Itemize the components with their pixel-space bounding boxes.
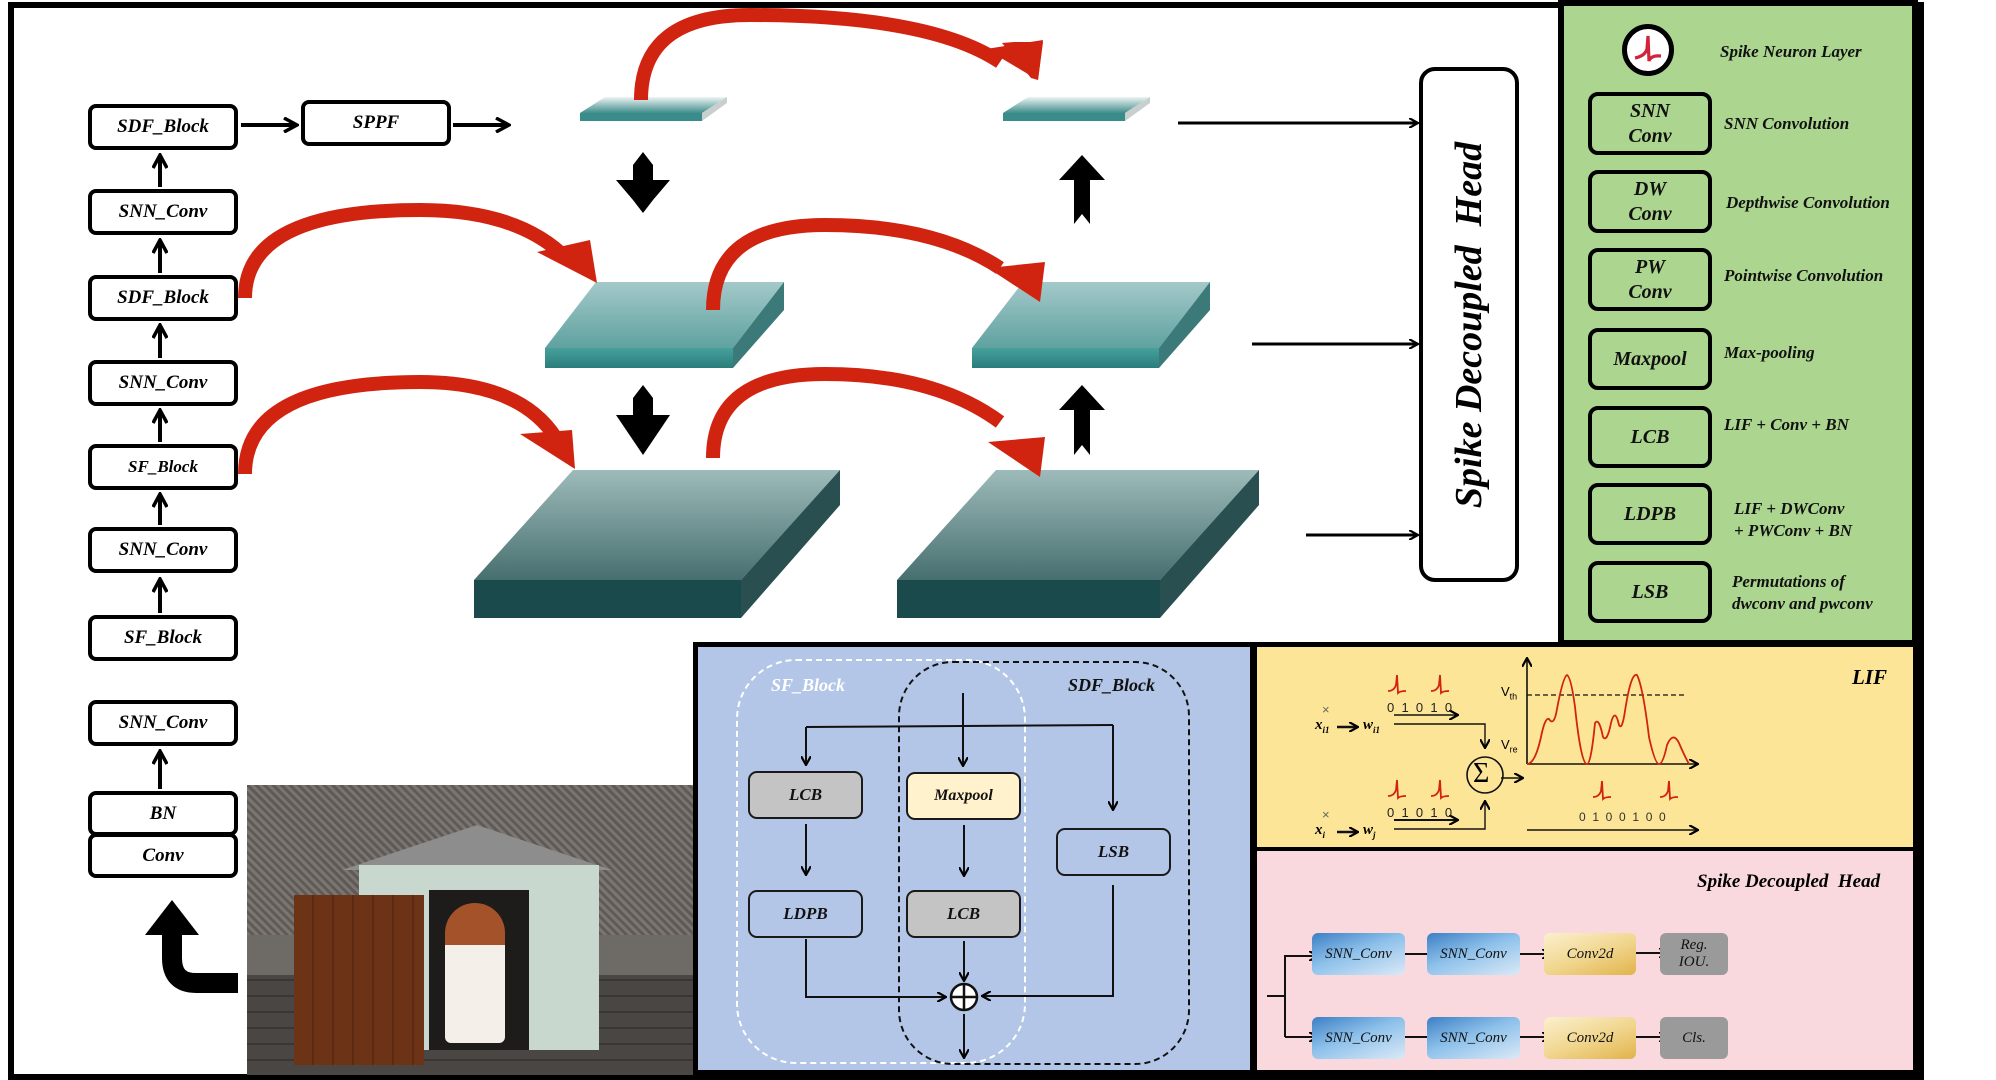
legend-panel: Spike Neuron Layer SNN Conv SNN Convolut… — [1558, 0, 1918, 646]
decoupled-head-title: Spike Decoupled Head — [1697, 871, 1881, 892]
membrane-potential-curve — [1526, 673, 1690, 765]
legend-text-lcb: LIF + Conv + BN — [1724, 415, 1849, 434]
head-row1-snn-conv-1: SNN_Conv — [1312, 933, 1405, 975]
backbone-block-snn-conv-3: SNN_Conv — [88, 527, 238, 573]
sum-icon: Σ — [1473, 758, 1490, 789]
head-row1-reg-iou: Reg. IOU. — [1660, 933, 1728, 975]
image-dog — [445, 903, 505, 1043]
legend-box-maxpool: Maxpool — [1588, 328, 1712, 390]
lif-weight-top: wi1 — [1363, 717, 1381, 735]
lif-input-x-top: xi1 — [1315, 717, 1330, 735]
backbone-block-conv: Conv — [88, 833, 238, 878]
sf-block-outline — [736, 659, 1026, 1064]
lif-vth-label: Vth — [1501, 684, 1518, 702]
legend-text-maxpool: Max-pooling — [1724, 343, 1815, 362]
lif-times-bottom: × — [1322, 807, 1330, 822]
feature-slab-top-right — [1003, 97, 1150, 121]
head-row2-snn-conv-2: SNN_Conv — [1427, 1017, 1520, 1059]
feature-slab-mid-right — [972, 282, 1210, 368]
skip-arrow-heads — [520, 40, 1045, 477]
head-input-arrows — [1178, 123, 1417, 535]
block-lsb: LSB — [1056, 828, 1171, 876]
backbone-block-bn: BN — [88, 791, 238, 836]
down-arrow-top — [616, 152, 670, 213]
legend-box-ldpb: LDPB — [1588, 483, 1712, 545]
lif-input-x-bottom: xi — [1315, 822, 1326, 840]
feature-slab-bottom-left — [474, 470, 840, 618]
legend-box-pw-conv: PW Conv — [1588, 248, 1712, 311]
legend-text-spike-neuron: Spike Neuron Layer — [1720, 42, 1862, 61]
sum-node — [1466, 756, 1504, 794]
legend-text-snn-conv: SNN Convolution — [1724, 114, 1850, 133]
lif-title: LIF — [1852, 665, 1888, 689]
block-ldpb: LDPB — [748, 890, 863, 938]
up-arrow-mid — [1059, 385, 1105, 455]
sf-block-label: SF_Block — [771, 675, 846, 695]
backbone-block-snn-conv-2: SNN_Conv — [88, 360, 238, 406]
head-row1-conv2d: Conv2d — [1544, 933, 1636, 975]
legend-box-dw-conv: DW Conv — [1588, 170, 1712, 233]
backbone-up-arrows — [160, 125, 508, 789]
lif-times-top: × — [1322, 702, 1330, 717]
block-lcb-mid: LCB — [906, 890, 1021, 938]
feature-slab-top-left — [580, 97, 727, 121]
spike-decoupled-head-label: Spike Decoupled Head — [1448, 141, 1490, 508]
legend-text-dw-conv: Depthwise Convolution — [1726, 193, 1890, 212]
block-lcb-left: LCB — [748, 771, 863, 819]
backbone-block-sdf-2: SDF_Block — [88, 275, 238, 321]
block-maxpool: Maxpool — [906, 772, 1021, 820]
backbone-block-snn-conv-1: SNN_Conv — [88, 189, 238, 235]
lif-bits-bottom: 0 1 0 1 0 — [1387, 805, 1453, 820]
legend-box-lcb: LCB — [1588, 406, 1712, 468]
spike-neuron-icon — [1622, 24, 1674, 76]
spike-glyphs — [1387, 674, 1679, 802]
head-row2-snn-conv-1: SNN_Conv — [1312, 1017, 1405, 1059]
skip-arrows — [238, 7, 1005, 475]
legend-text-pw-conv: Pointwise Convolution — [1724, 266, 1884, 285]
lif-weight-bottom: wj — [1363, 822, 1376, 840]
sdf-block-outline — [898, 661, 1190, 1065]
backbone-block-sdf-1: SDF_Block — [88, 104, 238, 150]
lif-output-bits: 0 1 0 0 1 0 0 — [1579, 810, 1666, 824]
backbone-block-sf-1: SF_Block — [88, 444, 238, 490]
head-row2-cls: Cls. — [1660, 1017, 1728, 1059]
head-row1-snn-conv-2: SNN_Conv — [1427, 933, 1520, 975]
sppf-block: SPPF — [301, 100, 451, 146]
input-bent-arrow-head — [145, 900, 199, 935]
down-arrow-mid — [616, 385, 670, 455]
legend-box-lsb: LSB — [1588, 561, 1712, 623]
sdf-block-label: SDF_Block — [1068, 675, 1156, 695]
legend-box-snn-conv: SNN Conv — [1588, 92, 1712, 155]
block-detail-connectors — [698, 693, 1260, 1080]
spike-decoupled-head-box: Spike Decoupled Head — [1419, 67, 1519, 582]
head-row2-conv2d: Conv2d — [1544, 1017, 1636, 1059]
legend-text-lsb: Permutations of dwconv and pwconv — [1732, 572, 1873, 613]
figure-frame — [8, 2, 1924, 1080]
legend-text-ldpb: LIF + DWConv + PWConv + BN — [1734, 499, 1853, 540]
input-bent-arrow — [162, 932, 238, 993]
lif-panel: LIF × × xi1 — [1252, 642, 1918, 852]
backbone-block-sf-2: SF_Block — [88, 615, 238, 661]
decoupled-head-panel: Spike Decoupled Head SNN_Conv SNN_Conv C… — [1252, 848, 1918, 1075]
feature-slab-mid-left — [545, 282, 784, 368]
add-icon — [949, 982, 979, 1012]
input-image — [247, 785, 693, 1075]
lif-bits-top: 0 1 0 1 0 — [1387, 700, 1453, 715]
block-detail-panel: SF_Block SDF_Block LCB LDPB Maxpool LCB … — [693, 642, 1255, 1075]
image-wooden-door — [294, 895, 424, 1065]
lif-diagram — [1337, 647, 1923, 857]
feature-slab-bottom-right — [897, 470, 1259, 618]
up-arrow-top — [1059, 155, 1105, 224]
lif-vre-label: Vre — [1501, 737, 1518, 755]
backbone-block-snn-conv-4: SNN_Conv — [88, 700, 238, 746]
